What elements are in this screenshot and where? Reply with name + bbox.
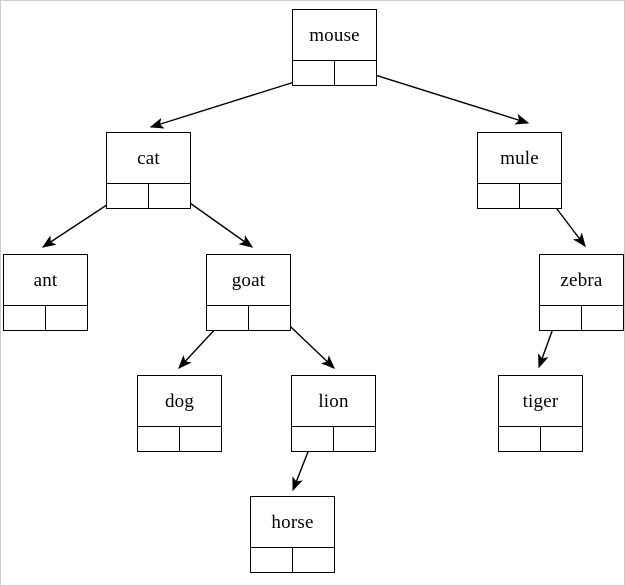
left-pointer-cell-goat[interactable] <box>207 306 249 330</box>
tree-node-pointers-tiger <box>499 426 582 451</box>
tree-node-label-horse: horse <box>271 511 314 533</box>
tree-node-tiger[interactable]: tiger <box>498 375 583 452</box>
tree-node-label-dog: dog <box>164 390 195 412</box>
tree-node-dog[interactable]: dog <box>137 375 222 452</box>
right-pointer-cell-zebra[interactable] <box>582 306 623 330</box>
tree-node-label-lion: lion <box>318 390 349 412</box>
tree-node-mule[interactable]: mule <box>477 132 562 209</box>
right-pointer-cell-cat[interactable] <box>149 184 190 208</box>
tree-node-pointers-horse <box>251 547 334 572</box>
tree-node-pointers-lion <box>292 426 375 451</box>
tree-node-goat[interactable]: goat <box>206 254 291 331</box>
tree-node-label-ant: ant <box>33 269 58 291</box>
left-pointer-cell-mouse[interactable] <box>293 61 335 85</box>
left-pointer-cell-mule[interactable] <box>478 184 520 208</box>
tree-node-pointers-goat <box>207 305 290 330</box>
right-pointer-cell-goat[interactable] <box>249 306 290 330</box>
tree-node-pointers-mule <box>478 183 561 208</box>
tree-node-cat[interactable]: cat <box>106 132 191 209</box>
tree-node-label-zebra: zebra <box>560 269 603 291</box>
tree-node-label-cat: cat <box>137 147 160 169</box>
left-pointer-cell-zebra[interactable] <box>540 306 582 330</box>
tree-node-mouse[interactable]: mouse <box>292 9 377 86</box>
right-pointer-cell-lion[interactable] <box>334 427 375 451</box>
tree-node-pointers-cat <box>107 183 190 208</box>
left-pointer-cell-dog[interactable] <box>138 427 180 451</box>
tree-node-zebra[interactable]: zebra <box>539 254 624 331</box>
tree-node-pointers-mouse <box>293 60 376 85</box>
tree-node-ant[interactable]: ant <box>3 254 88 331</box>
tree-node-pointers-zebra <box>540 305 623 330</box>
right-pointer-cell-mouse[interactable] <box>335 61 376 85</box>
right-pointer-cell-mule[interactable] <box>520 184 561 208</box>
tree-node-label-mouse: mouse <box>309 24 360 46</box>
left-pointer-cell-horse[interactable] <box>251 548 293 572</box>
tree-node-horse[interactable]: horse <box>250 496 335 573</box>
right-pointer-cell-ant[interactable] <box>46 306 87 330</box>
left-pointer-cell-lion[interactable] <box>292 427 334 451</box>
tree-node-lion[interactable]: lion <box>291 375 376 452</box>
left-pointer-cell-cat[interactable] <box>107 184 149 208</box>
left-pointer-cell-tiger[interactable] <box>499 427 541 451</box>
tree-node-label-tiger: tiger <box>522 390 559 412</box>
right-pointer-cell-horse[interactable] <box>293 548 334 572</box>
tree-node-label-mule: mule <box>500 147 539 169</box>
right-pointer-cell-dog[interactable] <box>180 427 221 451</box>
tree-node-pointers-ant <box>4 305 87 330</box>
right-pointer-cell-tiger[interactable] <box>541 427 582 451</box>
tree-node-pointers-dog <box>138 426 221 451</box>
left-pointer-cell-ant[interactable] <box>4 306 46 330</box>
tree-node-label-goat: goat <box>231 269 266 291</box>
tree-edge-mouse-to-mule <box>355 68 530 125</box>
